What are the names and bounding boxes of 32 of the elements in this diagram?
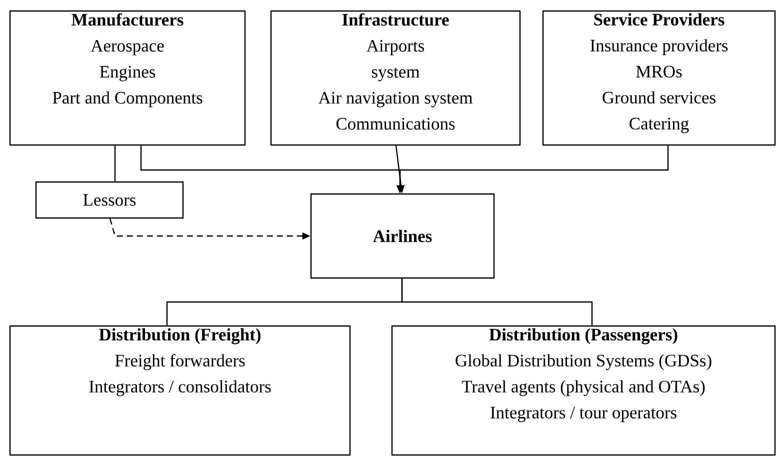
- node-label: Distribution (Freight): [99, 328, 261, 344]
- node-label: Air navigation system: [318, 92, 473, 108]
- category-box: [270, 10, 521, 146]
- node-label: MROs: [636, 66, 682, 78]
- node-label: Integrators / consolidators: [89, 380, 271, 396]
- node-label: Distribution (Passengers): [489, 328, 678, 344]
- node-label: Engines: [100, 66, 156, 82]
- node-label: Global Distribution Systems (GDSs): [456, 354, 712, 370]
- node-label: Freight forwarders: [115, 354, 245, 370]
- node-label: Part and Components: [52, 91, 202, 108]
- category-box: [391, 325, 776, 456]
- node-label: Catering: [630, 118, 689, 134]
- node-label: Travel agents (physical and OTAs): [462, 380, 705, 396]
- node-label: system: [372, 68, 420, 82]
- node-label: Lessors: [83, 194, 136, 206]
- node-label: Airlines: [373, 230, 432, 242]
- node-label: Airports: [366, 40, 424, 56]
- node-label: Aerospace: [90, 40, 164, 56]
- central-box: [310, 193, 495, 279]
- node-label: Integrators / tour operators: [490, 406, 676, 422]
- node-label: Service Providers: [594, 13, 724, 26]
- node-label: Infrastructure: [342, 13, 449, 26]
- connector: [114, 146, 116, 182]
- category-box: [542, 10, 776, 146]
- connector: [401, 278, 593, 326]
- node-label: Ground services: [602, 91, 716, 104]
- category-box: [35, 181, 184, 219]
- node-label: Insurance providers: [590, 39, 728, 56]
- node-label: Manufacturers: [72, 13, 184, 26]
- category-box: [9, 10, 246, 146]
- node-label: Communications: [336, 118, 455, 130]
- category-box: [9, 325, 351, 456]
